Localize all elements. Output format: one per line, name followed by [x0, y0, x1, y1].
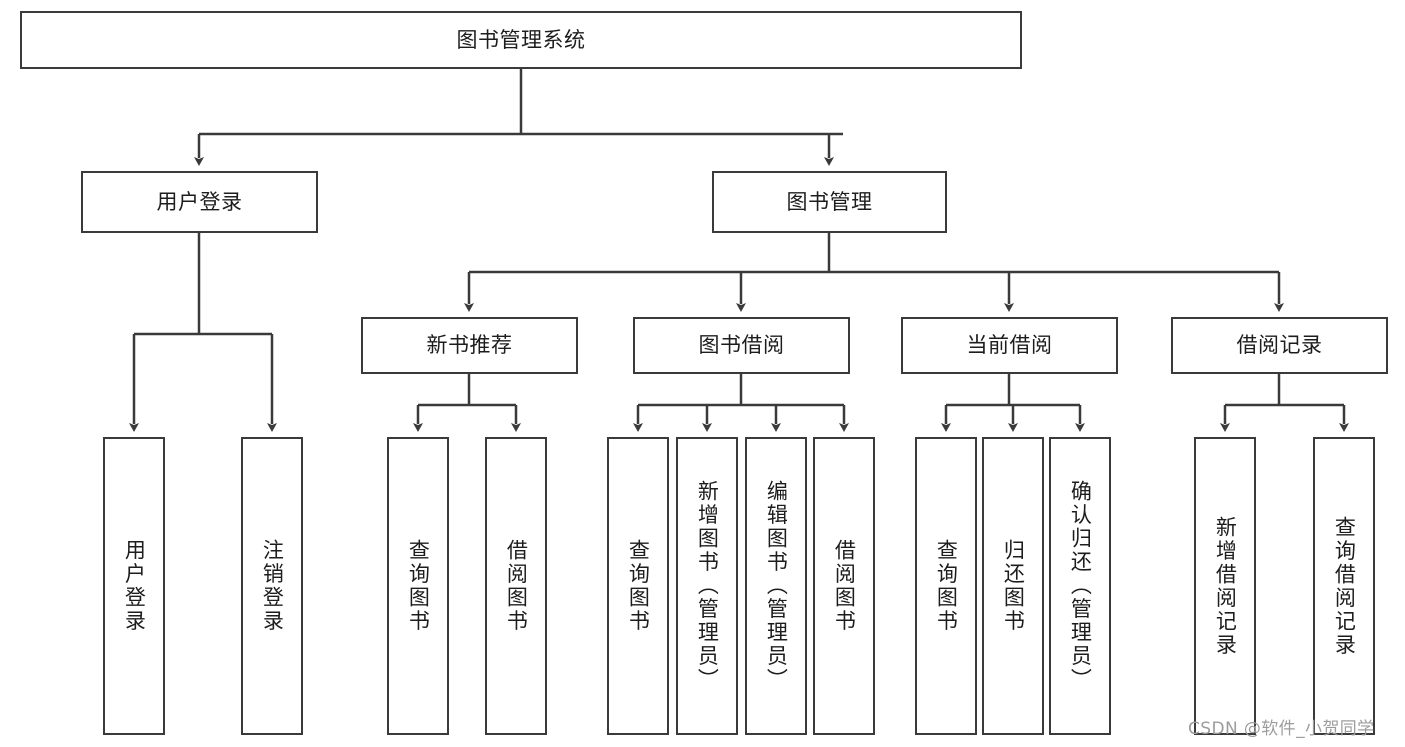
node-label: 确认归还（管理员） [1068, 480, 1093, 692]
leaf-logout[interactable]: 注销登录 [241, 437, 303, 735]
leaf-query-book-2[interactable]: 查询图书 [607, 437, 669, 735]
node-book-management[interactable]: 图书管理 [712, 171, 947, 233]
node-label: 新书推荐 [426, 333, 513, 358]
leaf-query-record[interactable]: 查询借阅记录 [1313, 437, 1375, 735]
node-label: 图书借阅 [698, 333, 785, 358]
leaf-borrow-book-1[interactable]: 借阅图书 [485, 437, 547, 735]
node-label: 用户登录 [122, 539, 147, 633]
node-label: 归还图书 [1001, 539, 1026, 633]
node-label: 借阅记录 [1236, 333, 1323, 358]
node-label: 当前借阅 [966, 333, 1053, 358]
leaf-user-login[interactable]: 用户登录 [103, 437, 165, 735]
node-label: 借阅图书 [504, 539, 529, 633]
leaf-query-book-1[interactable]: 查询图书 [387, 437, 449, 735]
node-label: 新增借阅记录 [1213, 515, 1238, 657]
node-label: 图书管理 [786, 189, 873, 214]
node-root[interactable]: 图书管理系统 [20, 11, 1022, 69]
node-new-book-recommend[interactable]: 新书推荐 [361, 317, 578, 374]
leaf-query-book-3[interactable]: 查询图书 [915, 437, 977, 735]
node-label: 注销登录 [260, 539, 285, 633]
node-book-borrow[interactable]: 图书借阅 [633, 317, 850, 374]
node-label: 查询借阅记录 [1332, 515, 1357, 657]
leaf-return-book[interactable]: 归还图书 [982, 437, 1044, 735]
node-label: 图书管理系统 [456, 27, 586, 52]
node-label: 查询图书 [406, 539, 431, 633]
node-user-login[interactable]: 用户登录 [81, 171, 318, 233]
leaf-borrow-book-2[interactable]: 借阅图书 [813, 437, 875, 735]
leaf-confirm-return[interactable]: 确认归还（管理员） [1049, 437, 1111, 735]
node-borrow-record[interactable]: 借阅记录 [1171, 317, 1388, 374]
node-label: 查询图书 [934, 539, 959, 633]
node-label: 编辑图书（管理员） [764, 480, 789, 692]
leaf-add-record[interactable]: 新增借阅记录 [1194, 437, 1256, 735]
leaf-add-book[interactable]: 新增图书（管理员） [676, 437, 738, 735]
node-label: 借阅图书 [832, 539, 857, 633]
leaf-edit-book[interactable]: 编辑图书（管理员） [745, 437, 807, 735]
csdn-watermark: CSDN @软件_小贺同学 [1188, 719, 1375, 739]
node-label: 查询图书 [626, 539, 651, 633]
node-current-borrow[interactable]: 当前借阅 [901, 317, 1118, 374]
node-label: 用户登录 [156, 189, 243, 214]
node-label: 新增图书（管理员） [695, 480, 720, 692]
